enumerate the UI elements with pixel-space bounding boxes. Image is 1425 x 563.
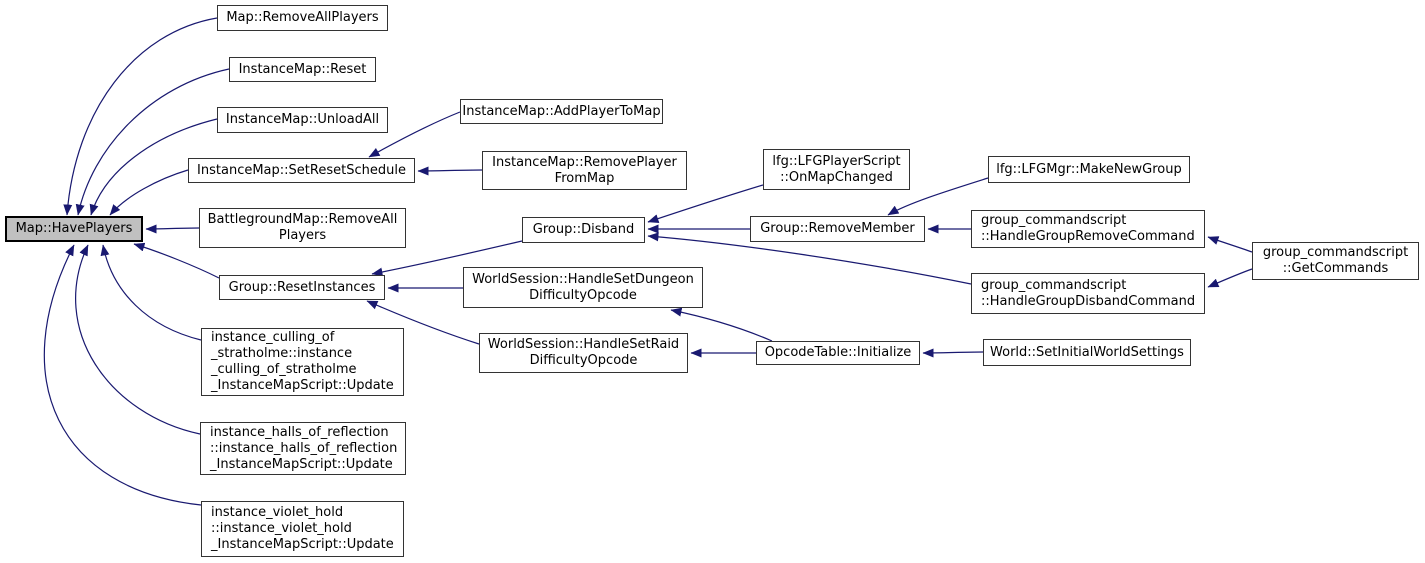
node-lfg-lfgplayerscript-onmapchanged[interactable]: lfg::LFGPlayerScript::OnMapChanged [763,149,910,190]
node-label-line: DifficultyOpcode [529,353,638,368]
edge-map-removeallplayers--map-haveplayers [63,17,218,216]
node-label-line: instance_culling_of [211,330,335,345]
node-instancemap-setresetschedule[interactable]: InstanceMap::SetResetSchedule [188,158,415,183]
node-label-line: Group::ResetInstances [228,279,376,295]
edge-instancemap-addplayertomap--instancemap-setresetschedule [368,111,461,158]
node-label-line: _InstanceMapScript::Update [210,456,393,472]
edge-worldsession-handlesetraiddifficultyopcode--group-resetinstances [366,300,480,345]
node-label-line: Group::Disband [532,222,635,237]
edge-lfg-lfgmgr-makenewgroup--group-removemember [887,177,989,216]
edge-lfg-lfgplayerscript-onmapchanged--group-disband [647,184,764,223]
node-group-disband[interactable]: Group::Disband [522,217,645,243]
edge-opcodetable-initialize--worldsession-handlesetdungeondifficultyopcode [670,307,773,342]
node-label-line: ::HandleGroupDisbandCommand [981,293,1196,309]
node-label-line: ::HandleGroupRemoveCommand [981,229,1195,244]
node-label-line: ::instance_halls_of_reflection [210,440,398,456]
node-label-line: DifficultyOpcode [529,287,637,303]
edge-instancemap-removeplayerfrommap--instancemap-setresetschedule [417,166,483,176]
node-label-line: Map::RemoveAllPlayers [226,10,379,25]
node-group-commandscript-getcommands[interactable]: group_commandscript::GetCommands [1252,242,1419,280]
node-label-line: FromMap [554,170,615,186]
edge-instance-violet-hold-update--map-haveplayers [43,244,202,506]
node-group-resetinstances[interactable]: Group::ResetInstances [219,275,385,300]
node-group-commandscript-handlegroupremovecommand[interactable]: group_commandscript::HandleGroupRemoveCo… [971,210,1205,248]
edge-instancemap-reset--map-haveplayers [75,68,230,216]
node-label-line: Players [278,228,327,243]
node-label-line: group_commandscript [981,277,1127,293]
node-opcodetable-initialize[interactable]: OpcodeTable::Initialize [756,341,920,365]
node-label-line: InstanceMap::AddPlayerToMap [462,103,661,119]
node-lfg-lfgmgr-makenewgroup[interactable]: lfg::LFGMgr::MakeNewGroup [988,156,1190,183]
node-world-setinitialworldsettings[interactable]: World::SetInitialWorldSettings [983,339,1191,366]
edge-instance-culling-of-stratholme-update--map-haveplayers [100,244,202,341]
edge-group-commandscript-handlegroupdisbandcommand--group-disband [647,232,972,285]
edge-battlegroundmap-removeallplayers--map-haveplayers [145,224,200,234]
node-group-commandscript-handlegroupdisbandcommand[interactable]: group_commandscript::HandleGroupDisbandC… [971,273,1205,314]
node-label-line: lfg::LFGMgr::MakeNewGroup [996,161,1182,177]
edge-instancemap-setresetschedule--map-haveplayers [109,169,189,216]
node-label-line: InstanceMap::UnloadAll [225,112,380,127]
node-map-haveplayers: Map::HavePlayers [5,216,143,242]
edge-instance-halls-of-reflection-update--map-haveplayers [75,244,201,435]
node-label-line: World::SetInitialWorldSettings [990,344,1184,360]
node-label-line: lfg::LFGPlayerScript [772,153,901,169]
node-label-line: Group::RemoveMember [760,221,915,236]
edge-group-resetinstances--map-haveplayers [133,242,220,279]
node-label-line: Map::HavePlayers [15,221,133,236]
node-label-line: instance_violet_hold [211,505,344,520]
node-label-line: _InstanceMapScript::Update [211,537,394,552]
node-label-line: BattlegroundMap::RemoveAll [207,212,398,227]
node-instance-halls-of-reflection-update[interactable]: instance_halls_of_reflection::instance_h… [200,422,406,475]
node-label-line: _culling_of_stratholme [211,362,357,377]
node-label-line: OpcodeTable::Initialize [764,345,912,360]
node-label-line: InstanceMap::RemovePlayer [492,154,677,170]
node-label-line: ::instance_violet_hold [211,521,352,536]
node-label-line: _stratholme::instance [211,346,353,361]
node-instancemap-unloadall[interactable]: InstanceMap::UnloadAll [217,107,388,133]
node-instancemap-addplayertomap[interactable]: InstanceMap::AddPlayerToMap [460,99,663,124]
edge-instancemap-unloadall--map-haveplayers [89,118,218,216]
edge-group-disband--group-resetinstances [371,240,523,277]
node-label-line: group_commandscript [1262,245,1409,260]
node-label-line: ::GetCommands [1282,261,1389,276]
node-label-line: group_commandscript [981,213,1127,228]
node-label-line: WorldSession::HandleSetDungeon [472,271,694,287]
node-group-removemember[interactable]: Group::RemoveMember [750,216,925,242]
edge-world-setinitialworldsettings--opcodetable-initialize [922,348,984,358]
node-label-line: ::OnMapChanged [780,169,893,185]
node-label-line: instance_halls_of_reflection [210,424,389,440]
node-label-line: InstanceMap::SetResetSchedule [197,162,406,178]
node-label-line: InstanceMap::Reset [238,61,367,77]
node-label-line: _InstanceMapScript::Update [211,378,394,393]
node-label-line: WorldSession::HandleSetRaid [487,337,680,352]
node-instancemap-reset[interactable]: InstanceMap::Reset [229,57,376,82]
node-instance-culling-of-stratholme-update[interactable]: instance_culling_of_stratholme::instance… [201,328,404,396]
edge-group-commandscript-getcommands--group-commandscript-handlegroupdisbandcommand [1207,268,1253,288]
node-instance-violet-hold-update[interactable]: instance_violet_hold::instance_violet_ho… [201,501,404,557]
node-map-removeallplayers[interactable]: Map::RemoveAllPlayers [217,5,388,31]
edge-group-commandscript-getcommands--group-commandscript-handlegroupremovecommand [1207,236,1253,253]
